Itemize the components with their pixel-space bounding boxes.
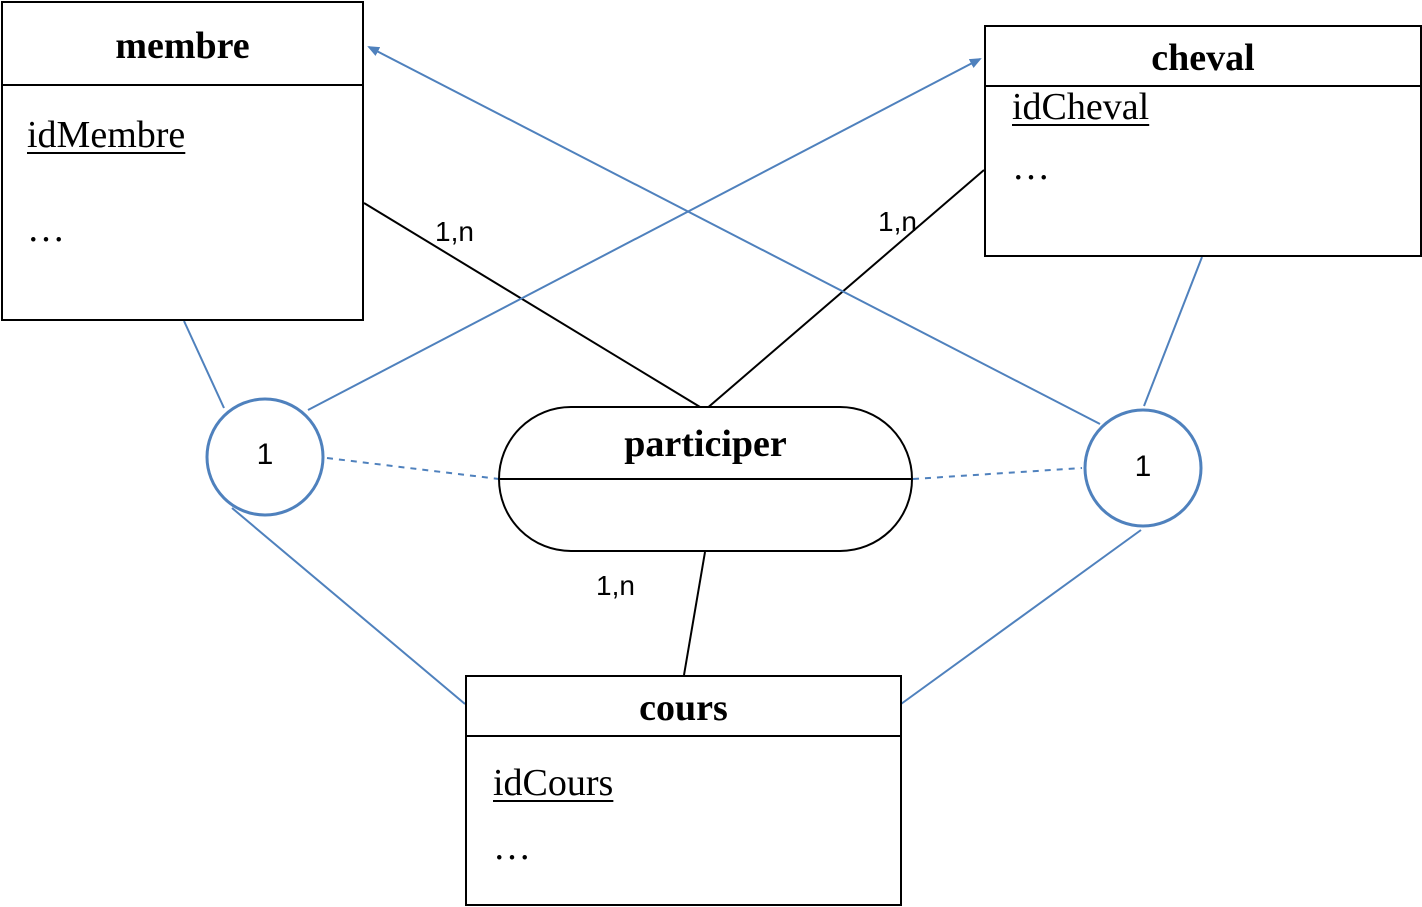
constraint-right-arrow-to-membre bbox=[367, 46, 1101, 425]
constraint-circle-right bbox=[1083, 408, 1203, 528]
entity-membre: membre idMembre … bbox=[1, 1, 364, 321]
entity-cours-pk: idCours bbox=[493, 762, 614, 804]
constraint-left-arrow-to-cheval bbox=[307, 58, 982, 411]
constraint-circle-left bbox=[205, 397, 325, 517]
entity-cheval-more: … bbox=[1012, 146, 1050, 188]
constraint-right-to-cours bbox=[900, 529, 1142, 705]
entity-cheval-pk: idCheval bbox=[1012, 86, 1150, 128]
constraint-right-label: 1 bbox=[1134, 450, 1152, 483]
link-membre-participer bbox=[363, 202, 706, 411]
entity-membre-title: membre bbox=[3, 3, 362, 86]
entity-membre-more: … bbox=[27, 208, 65, 250]
cardinality-cours: 1,n bbox=[596, 570, 635, 601]
link-cheval-participer bbox=[704, 169, 985, 411]
constraint-right-dashed-participer bbox=[912, 467, 1083, 480]
constraint-left-to-membre bbox=[183, 320, 225, 409]
entity-cours-more: … bbox=[493, 826, 531, 868]
entity-cheval: cheval idCheval … bbox=[984, 25, 1422, 257]
entity-membre-pk: idMembre bbox=[27, 114, 186, 156]
entity-cheval-title: cheval bbox=[986, 27, 1420, 87]
cardinality-cheval: 1,n bbox=[878, 206, 917, 237]
constraint-left-to-cours bbox=[231, 507, 466, 705]
constraint-left-label: 1 bbox=[256, 438, 274, 471]
relation-participer-title: participer bbox=[624, 423, 787, 465]
constraint-right-to-cheval bbox=[1143, 256, 1203, 407]
link-participer-cours bbox=[683, 551, 706, 676]
cardinality-membre: 1,n bbox=[435, 216, 474, 247]
constraint-left-dashed-participer bbox=[326, 457, 500, 480]
entity-cours: cours idCours … bbox=[465, 675, 902, 906]
entity-cours-title: cours bbox=[467, 677, 900, 737]
